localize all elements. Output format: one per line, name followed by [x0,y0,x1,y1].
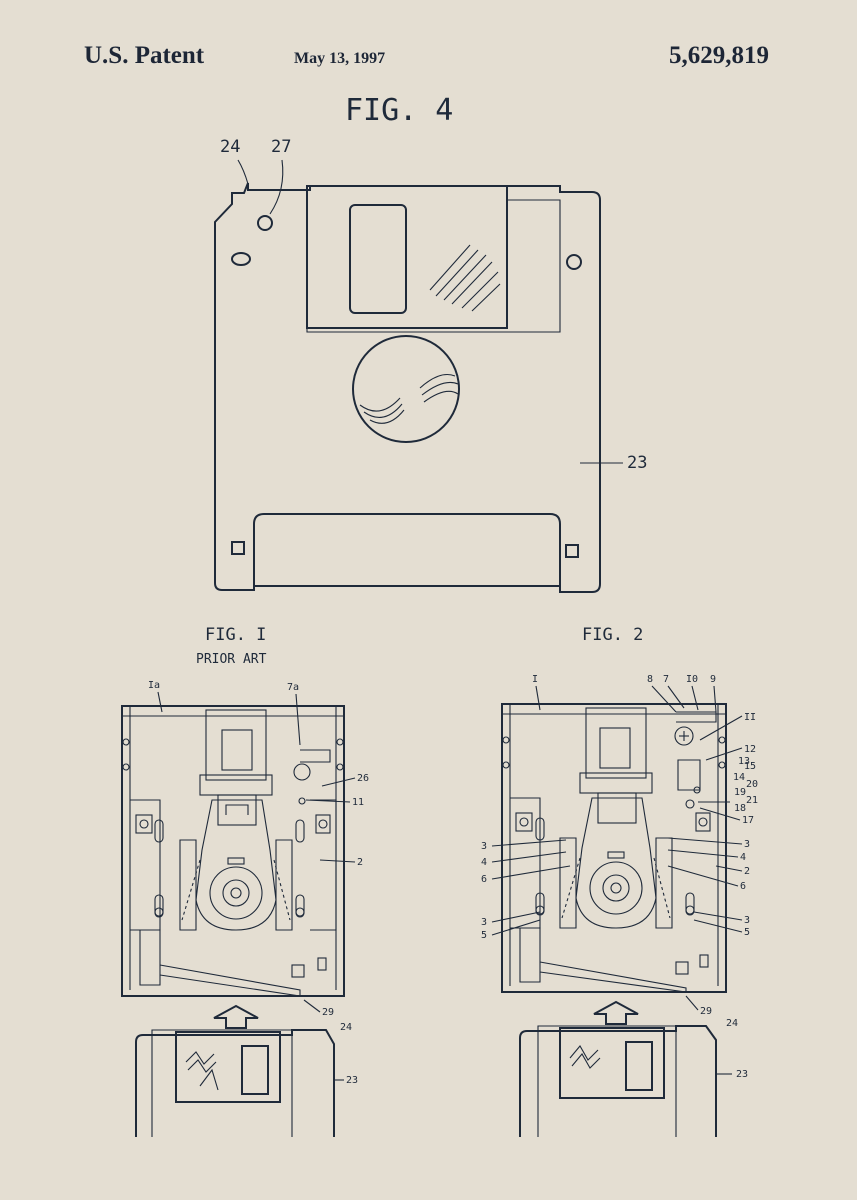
fig2-insert-arrow [593,1000,639,1025]
fig2-disk-window [625,1041,653,1091]
fig2-label-21: 21 [746,795,758,806]
fig1-disk-partial [135,1029,335,1137]
fig4-leader-24 [237,159,249,185]
floppy-disk-outline [214,182,601,593]
fig2-label-9: 9 [710,674,716,685]
fig4-index-hole [231,252,251,266]
fig2-label-15: 15 [744,761,756,772]
fig2-label-23: 23 [736,1069,748,1080]
shutter-shading [429,244,501,312]
fig2-disk-shutter [559,1027,665,1099]
fig2-disk-partial [519,1025,717,1137]
fig4-corner-square-left [231,541,245,555]
fig2-label-14: 14 [733,772,745,783]
fig1-leader-7a [295,693,301,746]
fig4-write-protect-hole [566,254,582,270]
fig2-left-label-3a: 3 [481,841,487,852]
fig1-drawing: FIG. I PRIOR ART Ia 7a 26 11 2 29 24 23 [121,625,369,1137]
shutter-window [349,204,407,314]
fig2-label-1: I [532,674,538,685]
shutter-recess [306,199,561,333]
fig1-label-11: 11 [352,797,364,808]
header-patent-label: U.S. Patent [84,42,205,69]
fig2-left-label-4: 4 [481,857,487,868]
fig2-frame [501,703,727,993]
fig1-leader-26 [321,777,356,787]
fig2-label-8: 8 [647,674,653,685]
fig1-leader-1a [157,691,163,713]
fig1-insert-arrow [213,1004,259,1029]
fig2-label-12: 12 [744,744,756,755]
fig1-leader-29 [303,999,321,1013]
fig4-hole-27 [257,215,273,231]
fig2-label-19: 19 [734,787,746,798]
fig1-label-1a: Ia [148,680,160,691]
fig2-right-label-6: 6 [740,881,746,892]
fig1-label-24: 24 [340,1022,352,1033]
hub-shading [359,373,459,424]
fig2-right-label-3a: 3 [744,839,750,850]
fig2-label-17: 17 [742,815,754,826]
header-date: May 13, 1997 [294,50,386,67]
fig2-right-label-5: 5 [744,927,750,938]
fig1-label-29: 29 [322,1007,334,1018]
fig1-label-26: 26 [357,773,369,784]
fig2-label-13: 13 [738,756,750,767]
fig1-disk-window [241,1045,269,1095]
fig2-label-10: I0 [686,674,698,685]
fig1-subtitle: PRIOR ART [196,652,267,667]
fig2-left-label-3b: 3 [481,917,487,928]
fig2-label-18: 18 [734,803,746,814]
fig1-title: FIG. I [205,625,266,645]
fig4-drawing: FIG. 4 24 27 23 [214,93,647,593]
fig2-label-29: 29 [700,1006,712,1017]
fig1-leader-2 [319,859,356,863]
fig2-drawing: FIG. 2 I 8 7 I0 9 II 12 13 15 14 20 19 2… [481,625,758,1137]
fig1-frame [121,705,345,997]
fig1-disk-shutter [175,1031,281,1103]
fig2-title: FIG. 2 [582,625,643,645]
fig4-corner-square-right [565,544,579,558]
fig2-label-7: 7 [663,674,669,685]
fig2-label-24: 24 [726,1018,738,1029]
fig4-title: FIG. 4 [345,93,453,128]
fig2-label-11: II [744,712,756,723]
disk-hub [352,335,460,443]
fig2-right-label-4: 4 [740,852,746,863]
fig1-label-23: 23 [346,1075,358,1086]
fig4-label-27: 27 [271,137,291,157]
label-recess [253,513,561,586]
fig1-label-2: 2 [357,857,363,868]
fig2-left-label-5: 5 [481,930,487,941]
fig2-left-label-6: 6 [481,874,487,885]
fig4-label-24: 24 [220,137,240,157]
fig2-label-20: 20 [746,779,758,790]
fig4-leader-27 [269,159,284,215]
fig1-label-7a: 7a [287,682,299,693]
fig2-right-label-2: 2 [744,866,750,877]
header-patent-number: 5,629,819 [669,42,769,69]
fig4-label-23: 23 [627,453,647,473]
shutter [306,185,508,329]
fig2-right-label-3b: 3 [744,915,750,926]
